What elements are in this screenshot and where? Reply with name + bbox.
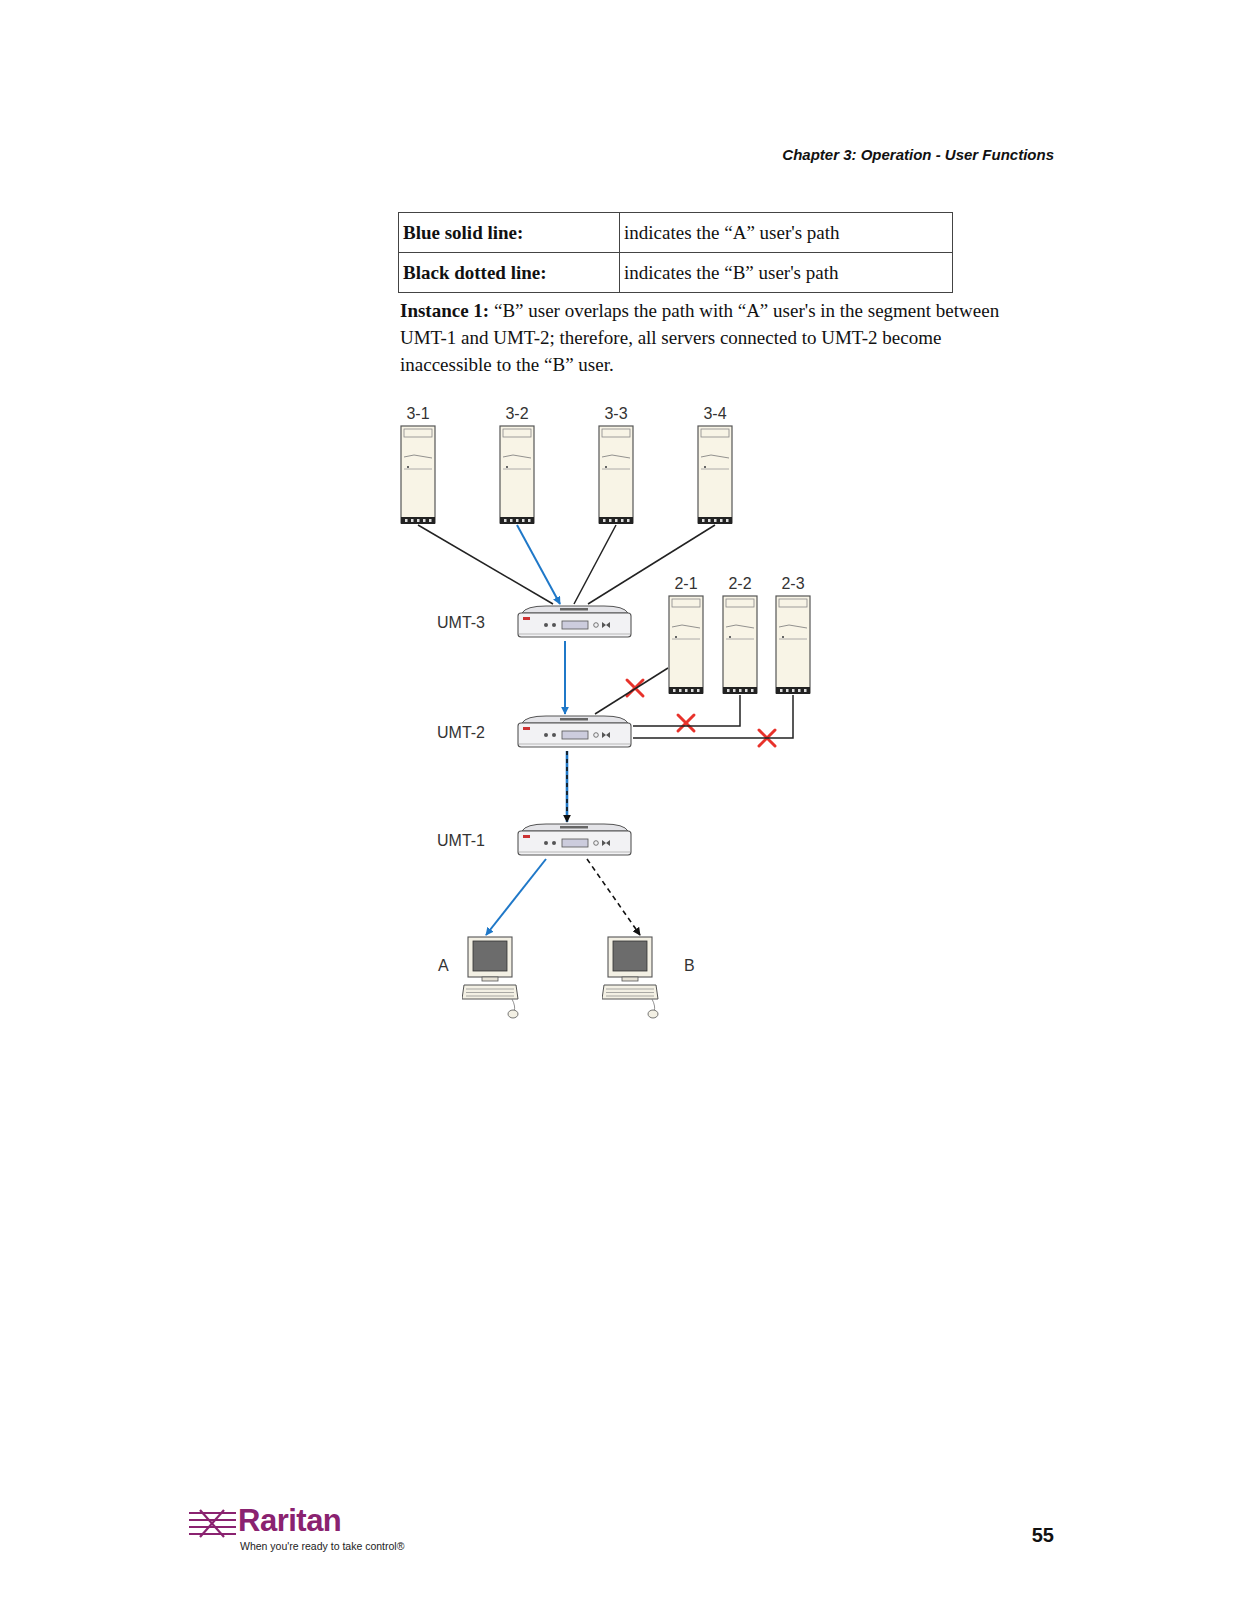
cell-text: Blue solid line:	[403, 222, 523, 243]
instance-paragraph: Instance 1: “B” user overlaps the path w…	[400, 297, 1030, 378]
server-node: 3-1	[400, 403, 436, 525]
server-node: 3-2	[499, 403, 535, 525]
server-tower	[598, 425, 634, 525]
table-row: Black dotted line: indicates the “B” use…	[399, 253, 953, 293]
switch-node: UMT-1	[437, 822, 633, 859]
connector	[565, 641, 566, 714]
connector-line	[633, 695, 740, 726]
connector	[486, 859, 546, 935]
node-label: UMT-2	[437, 722, 485, 744]
raritan-logo-icon	[189, 1510, 236, 1537]
connector	[418, 525, 553, 604]
connector-line	[587, 859, 640, 935]
instance-text: “B” user overlaps the path with “A” user…	[400, 300, 999, 375]
user-console	[462, 935, 522, 1019]
table-cell: indicates the “B” user's path	[620, 253, 953, 293]
node-label: B	[684, 955, 695, 977]
tagline-text: When you're ready to take control®	[240, 1540, 404, 1552]
table-cell: Black dotted line:	[399, 253, 620, 293]
connector	[517, 525, 560, 604]
switch-device	[516, 714, 633, 751]
tagline: When you're ready to take control®	[240, 1540, 404, 1552]
node-label: 3-2	[505, 403, 528, 425]
page-number-text: 55	[1032, 1524, 1054, 1546]
console-node: A	[438, 935, 522, 1019]
table-cell: Blue solid line:	[399, 213, 620, 253]
brand-name: Raritan	[238, 1503, 341, 1539]
connector	[574, 525, 616, 604]
cell-text: indicates the “A” user's path	[624, 222, 840, 243]
connector	[633, 695, 740, 726]
connector-line	[574, 525, 616, 604]
table-cell: indicates the “A” user's path	[620, 213, 953, 253]
connector-line	[595, 668, 668, 714]
node-label: UMT-1	[437, 830, 485, 852]
node-label: 2-2	[728, 573, 751, 595]
switch-device	[516, 604, 633, 641]
connector-line	[564, 641, 566, 714]
instance-heading: Instance 1:	[400, 300, 489, 321]
brand-text: Raritan	[238, 1503, 341, 1538]
server-node: 2-2	[722, 573, 758, 695]
connector-line	[486, 859, 546, 935]
node-label: 2-3	[781, 573, 804, 595]
header-text: Chapter 3: Operation - User Functions	[782, 146, 1054, 163]
chapter-header: Chapter 3: Operation - User Functions	[782, 146, 1054, 163]
server-tower	[668, 595, 704, 695]
server-tower	[775, 595, 811, 695]
server-node: 3-3	[598, 403, 634, 525]
legend-table: Blue solid line: indicates the “A” user'…	[398, 212, 953, 293]
node-label: A	[438, 955, 449, 977]
node-label: 2-1	[674, 573, 697, 595]
table-row: Blue solid line: indicates the “A” user'…	[399, 213, 953, 253]
connector	[633, 695, 793, 738]
blocked-marks	[627, 680, 775, 746]
server-tower	[722, 595, 758, 695]
connector-line	[566, 751, 569, 822]
switch-node: UMT-3	[437, 604, 633, 641]
server-tower	[697, 425, 733, 525]
connector	[588, 525, 715, 604]
server-node: 3-4	[697, 403, 733, 525]
console-node: B	[602, 935, 702, 1019]
page-number: 55	[1032, 1524, 1054, 1547]
user-console	[602, 935, 662, 1019]
switch-node: UMT-2	[437, 714, 633, 751]
connector-line	[517, 525, 560, 604]
connector-line	[566, 751, 568, 822]
server-tower	[400, 425, 436, 525]
node-label: 3-3	[604, 403, 627, 425]
connector-line	[588, 525, 715, 604]
connector-line	[633, 695, 793, 738]
node-label: 3-4	[703, 403, 726, 425]
connector	[587, 859, 640, 935]
cell-text: indicates the “B” user's path	[624, 262, 838, 283]
server-node: 2-1	[668, 573, 704, 695]
node-label: 3-1	[406, 403, 429, 425]
connector-line	[418, 525, 553, 604]
connector	[567, 751, 568, 822]
cell-text: Black dotted line:	[403, 262, 547, 283]
switch-device	[516, 822, 633, 859]
server-node: 2-3	[775, 573, 811, 695]
server-tower	[499, 425, 535, 525]
node-label: UMT-3	[437, 612, 485, 634]
connector	[595, 668, 668, 714]
